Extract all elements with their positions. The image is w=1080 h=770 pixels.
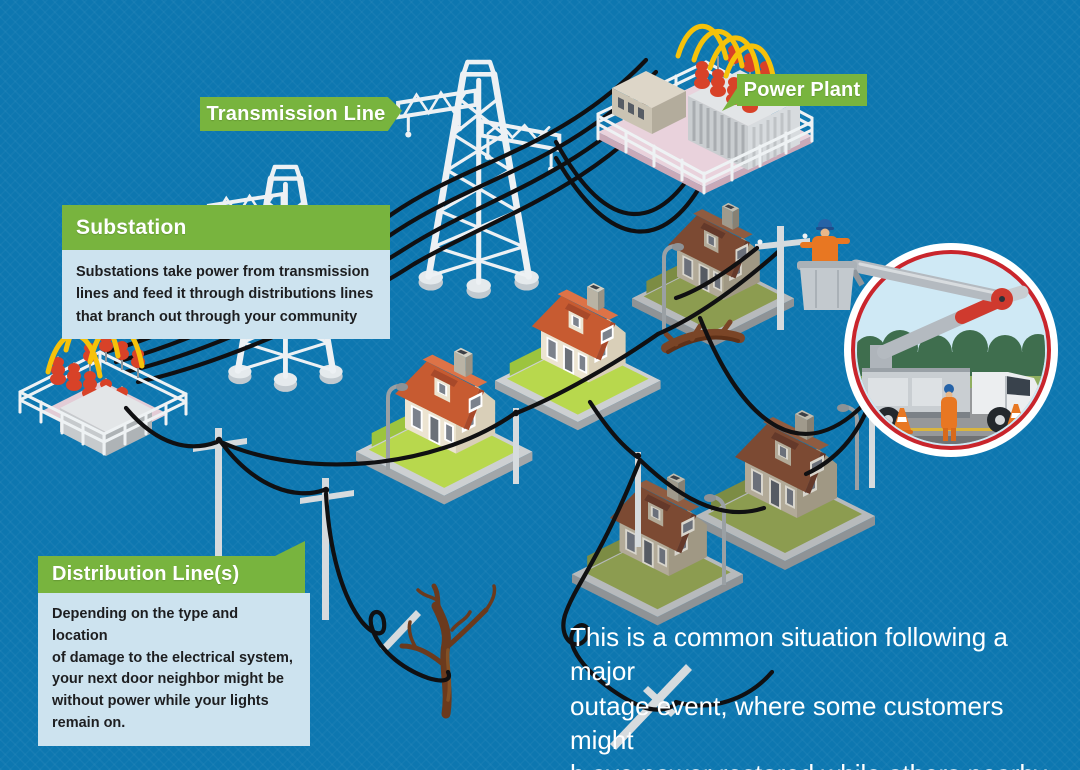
substation-illustration [18, 310, 188, 456]
house-powered-2 [356, 347, 533, 505]
substation-callout: Substation Substations take power from t… [62, 205, 390, 340]
repair-pole-top [673, 226, 810, 330]
aerial-boom [849, 259, 1029, 359]
downed-line-2 [561, 457, 679, 712]
fallen-log [661, 319, 745, 354]
fallen-tree [399, 583, 497, 719]
power-plant-label: Power Plant [722, 74, 867, 111]
substation-callout-body: Substations take power from transmission… [62, 250, 390, 340]
substation-callout-title: Substation [62, 205, 390, 250]
transmission-line-label-text: Transmission Line [206, 102, 386, 125]
power-plant-label-tail [722, 85, 739, 111]
downed-line-1 [323, 491, 452, 683]
distribution-callout-body: Depending on the type and location of da… [38, 593, 310, 746]
power-plant-illustration [596, 23, 814, 195]
outage-caption: This is a common situation following a m… [570, 622, 1047, 770]
ground-worker [941, 384, 957, 441]
distribution-wires [123, 249, 875, 712]
power-plant-label-text: Power Plant [743, 78, 861, 101]
transmission-line-label: Transmission Line [200, 97, 402, 131]
aerial-bucket-lineworker [797, 219, 865, 310]
house-unpowered-1 [632, 202, 794, 347]
distribution-callout-title: Distribution Line(s) [38, 541, 305, 593]
distribution-callout: Distribution Line(s) Depending on the ty… [38, 541, 310, 746]
